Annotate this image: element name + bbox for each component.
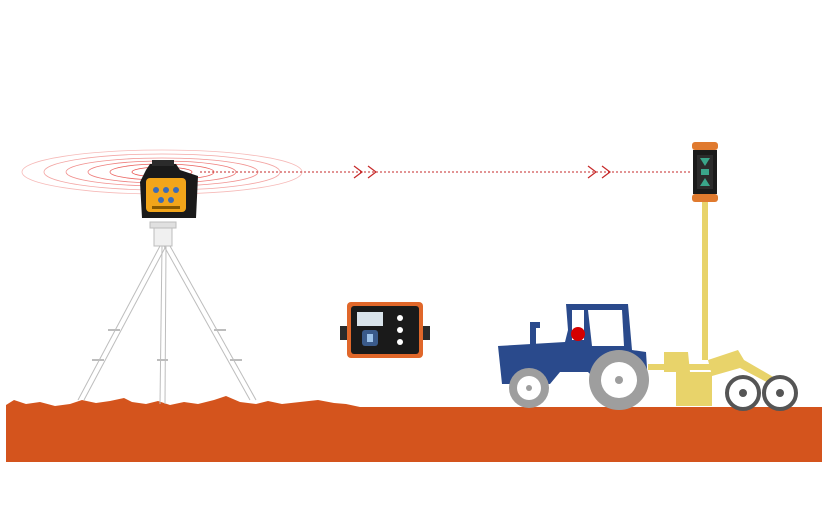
laser-receiver-icon <box>692 142 718 202</box>
ground <box>6 396 822 462</box>
laser-beam <box>200 165 692 179</box>
tripod-icon <box>77 221 257 405</box>
tractor-icon <box>498 304 649 410</box>
laser-transmitter-icon <box>140 160 198 218</box>
beam-arrow-icon <box>353 165 377 179</box>
control-box-icon <box>340 302 430 358</box>
land-leveler-blade-icon <box>648 350 798 411</box>
ground-surface <box>6 396 822 462</box>
beam-arrow-icon <box>587 165 611 179</box>
mast-icon <box>702 202 708 360</box>
